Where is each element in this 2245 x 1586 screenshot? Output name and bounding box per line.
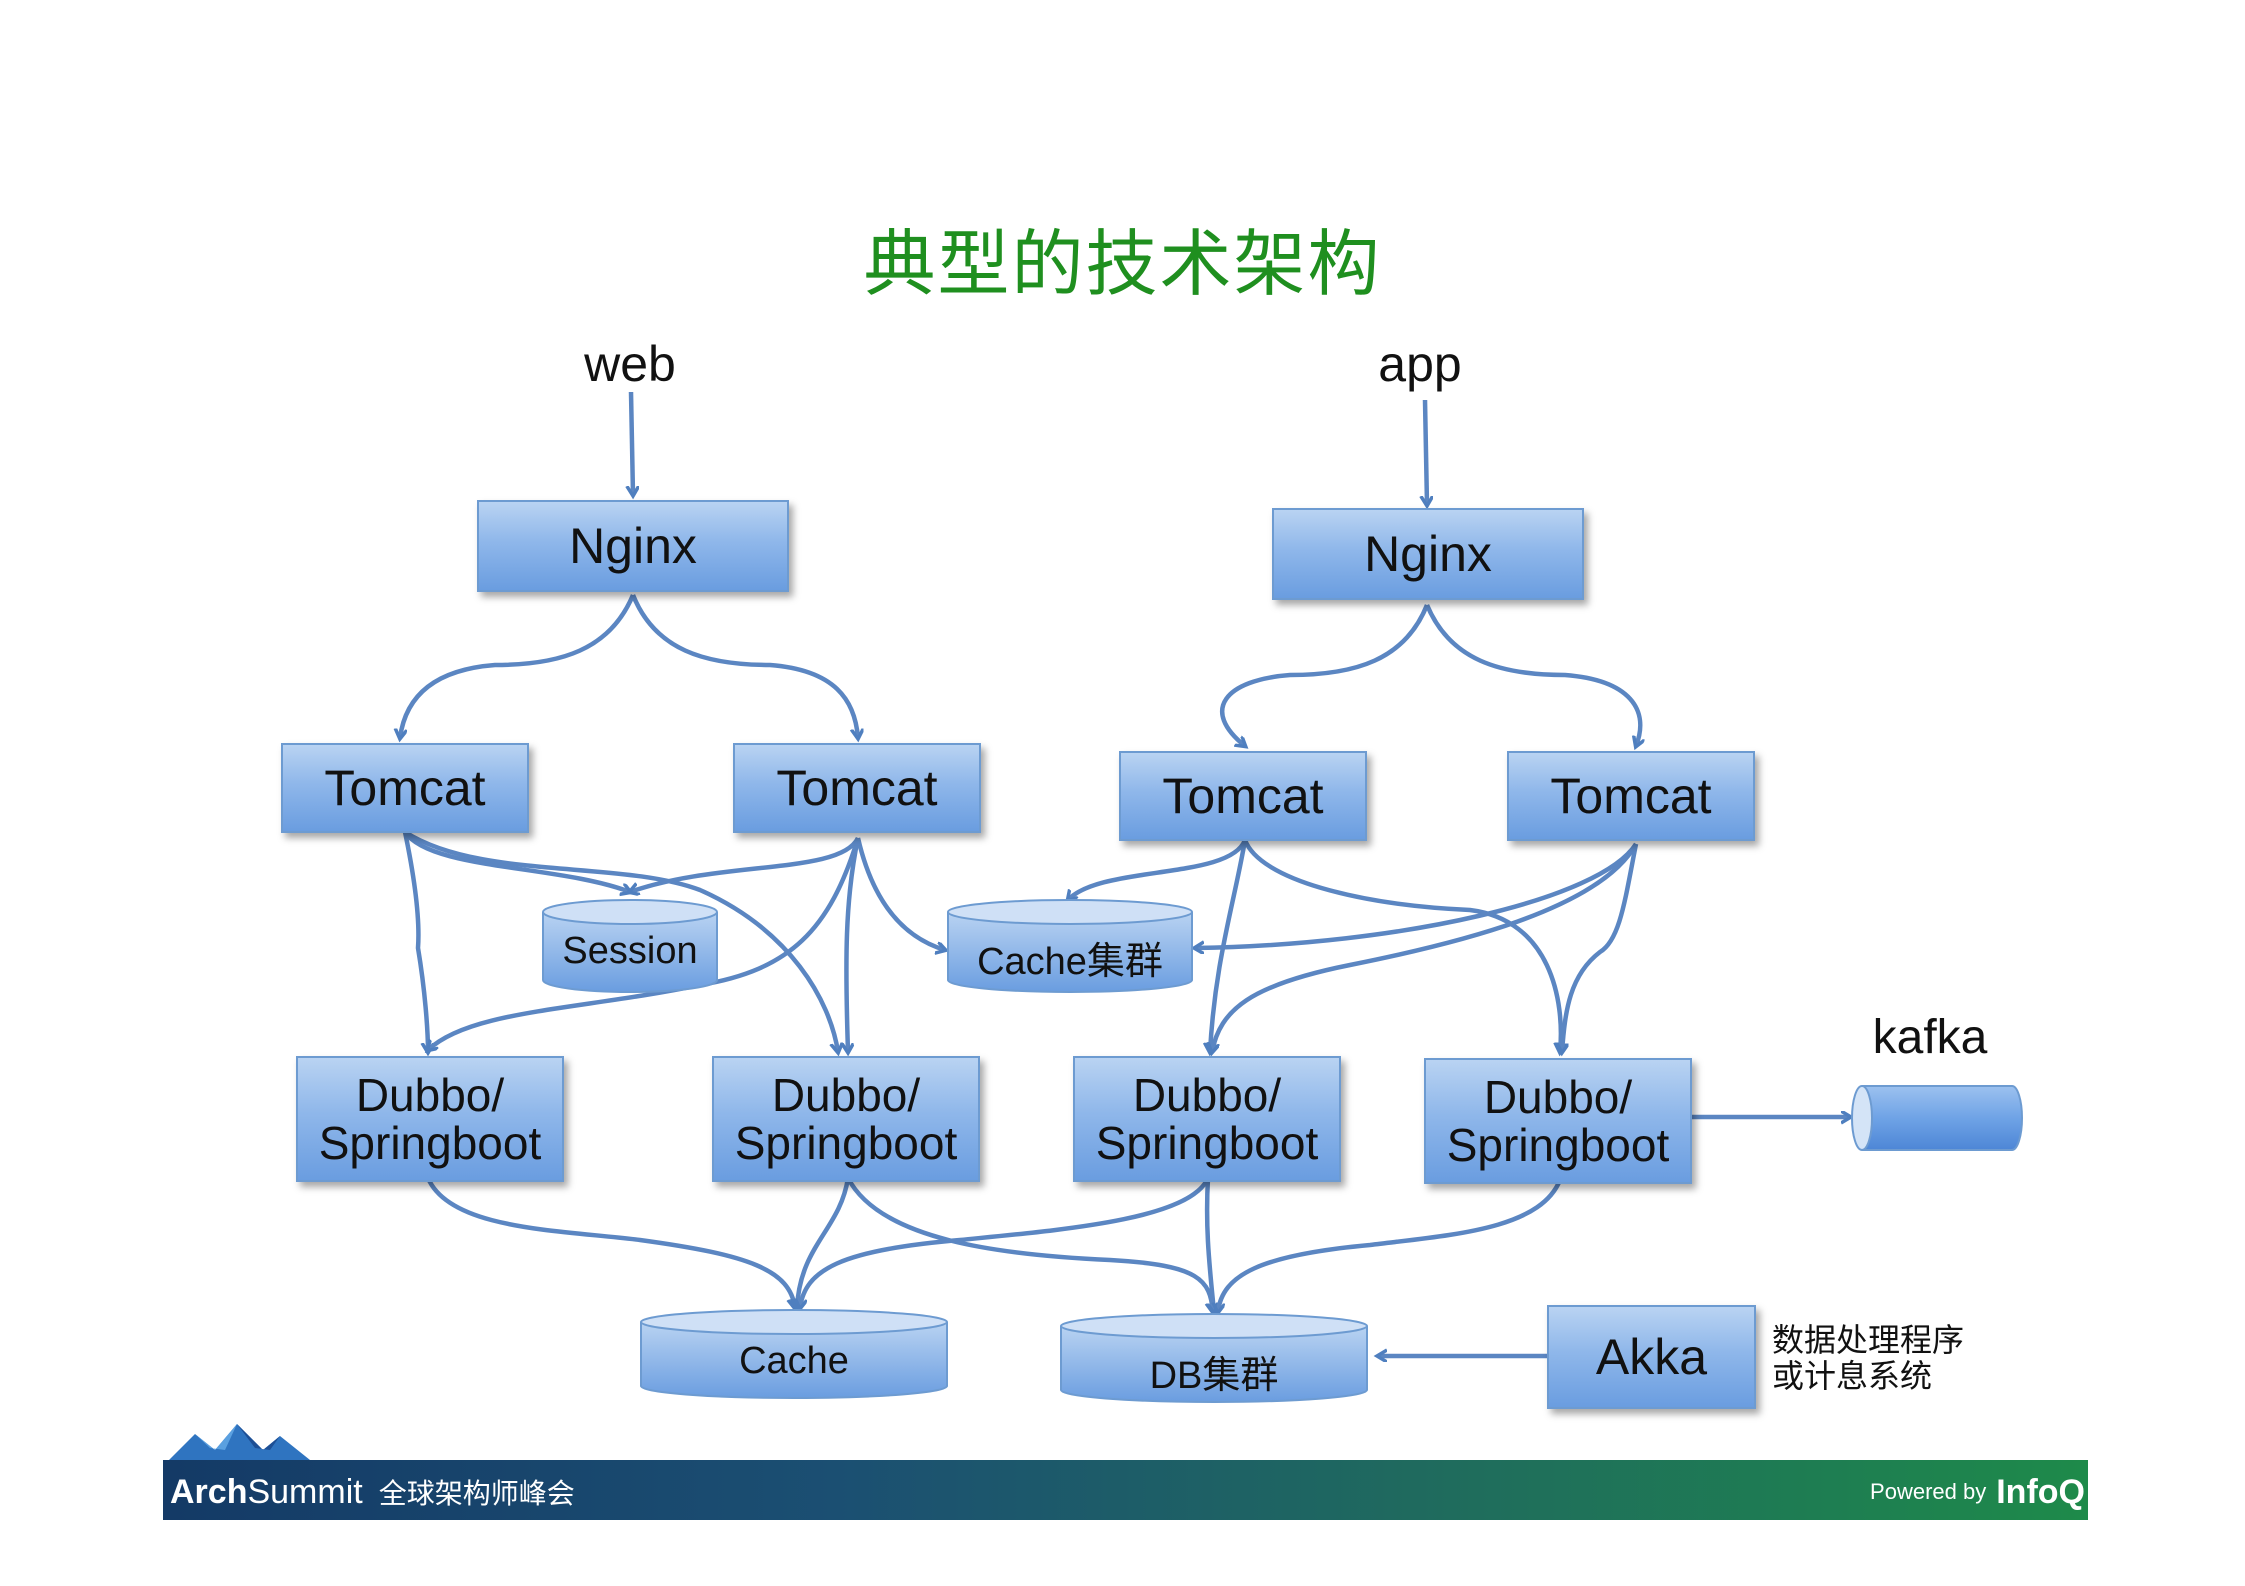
nginx-web-box: Nginx — [477, 500, 789, 592]
cache-label: Cache — [739, 1340, 849, 1382]
db-cluster-store — [1060, 1313, 1368, 1403]
edge-tomcat2-session — [630, 836, 861, 892]
akka-box: Akka — [1547, 1305, 1756, 1409]
edge-tomcat4-dubbo3 — [1212, 842, 1638, 1052]
brand-arch: Arch — [170, 1472, 248, 1511]
edge-dubbo3-db — [1204, 1177, 1214, 1312]
powered-by-text: Powered by — [1870, 1479, 1987, 1504]
dubbo-box-1: Dubbo/ Springboot — [296, 1056, 564, 1182]
footer-bar — [163, 1460, 2088, 1520]
session-store — [542, 899, 718, 993]
edge-tomcat1-session — [403, 830, 630, 892]
edge-tomcat4-cachecluster — [1195, 842, 1638, 948]
kafka-label: kafka — [1872, 1011, 1988, 1064]
akka-note: 数据处理程序 或计息系统 — [1772, 1321, 1965, 1395]
edge-nginxa-tomcat4 — [1424, 604, 1640, 746]
powered-by: Powered by InfoQ — [1870, 1470, 2085, 1514]
infoq-logo-text: InfoQ — [1996, 1472, 2085, 1511]
brand-summit: Summit — [247, 1472, 363, 1511]
edge-dubbo4-db — [1218, 1179, 1563, 1312]
edge-dubbo3-cache — [800, 1176, 1211, 1308]
footer-brand: Arch Summit 全球架构师峰会 — [170, 1468, 575, 1516]
dubbo-box-2: Dubbo/ Springboot — [712, 1056, 980, 1182]
edge-tomcat1-dubbo2 — [403, 830, 838, 1052]
dubbo-box-4: Dubbo/ Springboot — [1424, 1058, 1692, 1184]
cache-cluster-label: Cache集群 — [977, 941, 1163, 983]
edge-tomcat4-dubbo4 — [1562, 843, 1639, 1052]
edge-tomcat3-dubbo4 — [1242, 839, 1561, 1052]
tomcat-box-1: Tomcat — [281, 743, 529, 833]
cache-cluster-store — [947, 899, 1193, 993]
edge-nginxa-tomcat3 — [1220, 604, 1430, 746]
tomcat-box-4: Tomcat — [1507, 751, 1755, 841]
edge-nginxw-tomcat2 — [630, 594, 858, 738]
edge-tomcat2-dubbo2 — [846, 837, 861, 1052]
edge-nginxw-tomcat1 — [400, 594, 636, 738]
entry-app-label: app — [1378, 336, 1462, 392]
nginx-app-box: Nginx — [1272, 508, 1584, 600]
edge-tomcat1-dubbo1 — [402, 831, 428, 1052]
dubbo-box-3: Dubbo/ Springboot — [1073, 1056, 1341, 1182]
tomcat-box-3: Tomcat — [1119, 751, 1367, 841]
session-label: Session — [562, 930, 698, 972]
edge-dubbo1-cache — [425, 1177, 795, 1308]
entry-web-label: web — [584, 336, 676, 392]
diagram-title: 典型的技术架构 — [863, 222, 1382, 306]
edge-web-nginx — [631, 391, 633, 495]
edge-dubbo2-db — [846, 1176, 1213, 1312]
tomcat-box-2: Tomcat — [733, 743, 981, 833]
edge-tomcat2-cachecluster — [855, 837, 945, 950]
edge-dubbo2-cache — [797, 1177, 851, 1308]
brand-chinese: 全球架构师峰会 — [378, 1477, 575, 1510]
edge-app-nginx — [1425, 399, 1427, 505]
edge-tomcat3-cachecluster — [1068, 838, 1248, 900]
kafka-queue — [1851, 1085, 2023, 1151]
cache-store — [640, 1309, 948, 1399]
archsummit-mountain-logo — [165, 1424, 315, 1464]
edge-tomcat3-dubbo3 — [1210, 839, 1248, 1052]
db-cluster-label: DB集群 — [1149, 1355, 1279, 1397]
